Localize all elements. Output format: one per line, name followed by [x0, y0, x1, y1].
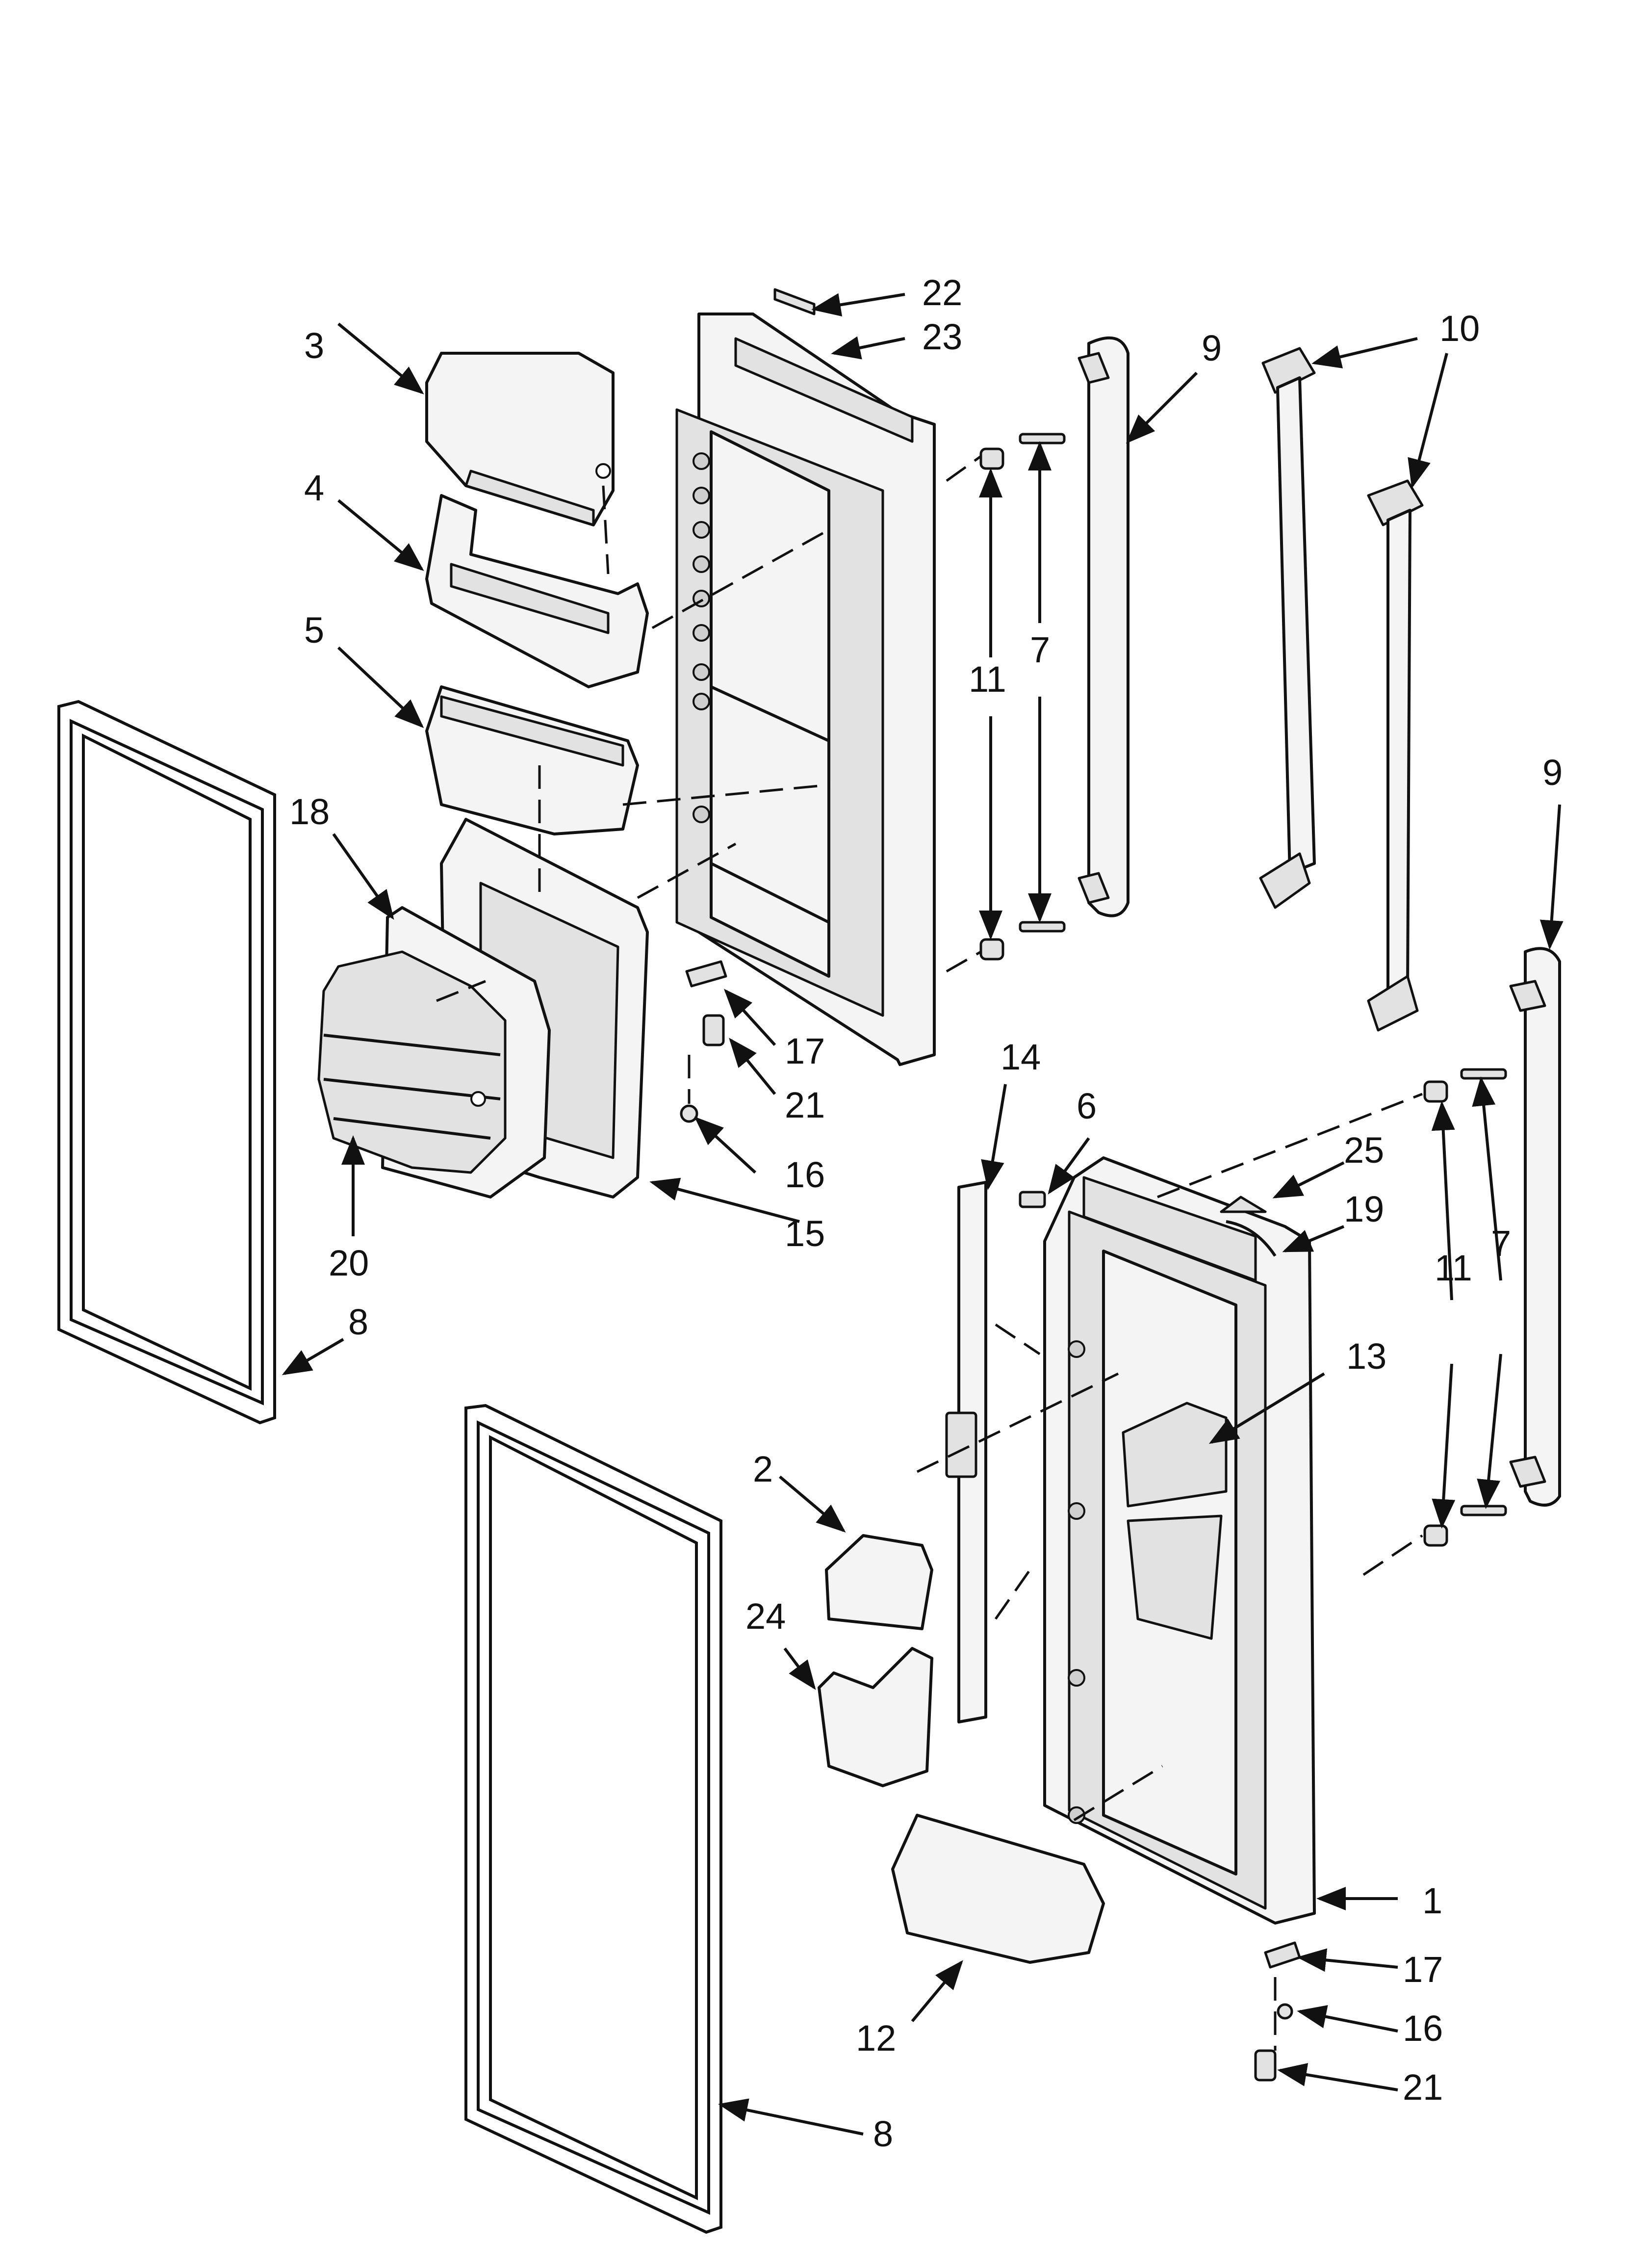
ice-bin-front — [317, 950, 507, 1174]
callout-11-upper: 11 — [969, 659, 1006, 700]
callout-11-lower: 11 — [1435, 1248, 1472, 1288]
callout-14: 14 — [1001, 1037, 1041, 1077]
callout-1: 1 — [1422, 1880, 1442, 1921]
callout-labels: 22 23 3 4 5 18 20 8 17 21 16 15 9 7 11 1… — [289, 272, 1563, 2154]
callout-21-upper: 21 — [785, 1085, 825, 1125]
label-part — [773, 288, 816, 315]
dairy-door-bin — [425, 494, 649, 688]
callout-7-upper: 7 — [1030, 629, 1050, 670]
dispenser-frame-strip — [945, 1181, 987, 1723]
callout-8-lower: 8 — [873, 2113, 893, 2154]
callout-16-lower: 16 — [1403, 2008, 1443, 2049]
lower-door-liner — [1043, 1156, 1316, 1925]
callout-9-lower: 9 — [1542, 752, 1563, 793]
callout-12: 12 — [856, 2018, 896, 2059]
callout-21-lower: 21 — [1403, 2067, 1443, 2108]
upper-door-handle — [1078, 336, 1129, 917]
callout-19: 19 — [1344, 1189, 1384, 1229]
callout-22: 22 — [922, 272, 962, 313]
upper-door-gasket — [57, 700, 276, 1425]
door-bin-12 — [891, 1814, 1105, 1964]
door-bin-small — [425, 685, 639, 835]
callout-6: 6 — [1077, 1086, 1097, 1126]
upper-door-liner — [675, 313, 936, 1066]
callout-15: 15 — [785, 1213, 825, 1254]
callout-23: 23 — [922, 316, 962, 357]
leader-arrows — [282, 293, 1564, 2136]
callout-16-upper: 16 — [785, 1154, 825, 1195]
callout-7-lower: 7 — [1491, 1223, 1511, 1264]
callout-18: 18 — [289, 791, 330, 832]
callout-9-upper: 9 — [1202, 328, 1222, 368]
lower-door-handle — [1423, 947, 1561, 1547]
freezer-door-handles — [1259, 347, 1424, 1032]
callout-17-lower: 17 — [1403, 1949, 1443, 1990]
callout-2: 2 — [753, 1449, 773, 1489]
callout-20: 20 — [329, 1243, 369, 1283]
dairy-cover — [425, 352, 615, 526]
door-bin-24 — [818, 1647, 933, 1787]
alignment-lines — [436, 455, 1423, 2051]
door-bin-2 — [825, 1534, 933, 1630]
callout-5: 5 — [304, 610, 324, 651]
callout-3: 3 — [304, 325, 324, 366]
callout-24: 24 — [745, 1596, 786, 1637]
callout-13: 13 — [1346, 1336, 1386, 1377]
lower-door-gasket — [464, 1404, 722, 2234]
callout-4: 4 — [304, 468, 324, 508]
callout-10: 10 — [1439, 308, 1480, 349]
callout-25: 25 — [1344, 1130, 1384, 1171]
callout-17-upper: 17 — [785, 1031, 825, 1071]
callout-8-upper: 8 — [348, 1302, 368, 1342]
hinge-hardware — [680, 960, 1301, 2082]
